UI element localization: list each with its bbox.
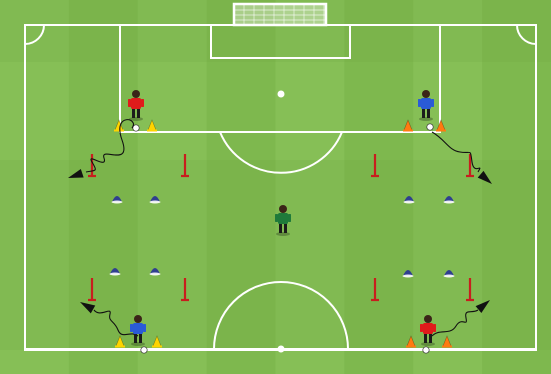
ball [423, 347, 429, 353]
marker-cone-rim [150, 201, 161, 204]
ball [141, 347, 147, 353]
yellow-cone-base [115, 346, 125, 348]
yellow-cone-base [114, 130, 124, 132]
marker-cone-rim [404, 201, 415, 204]
grass-band [0, 160, 551, 255]
orange-cone-base [436, 130, 446, 132]
center-spot [278, 346, 285, 353]
marker-cone-rim [110, 273, 121, 276]
goal [234, 4, 326, 25]
marker-cone-rim [403, 275, 414, 278]
marker-cone-rim [112, 201, 123, 204]
goal-frame [234, 4, 326, 25]
yellow-cone-base [147, 130, 157, 132]
orange-cone-base [406, 346, 416, 348]
ball [427, 124, 433, 130]
grass-band [0, 255, 551, 350]
penalty-spot [278, 91, 285, 98]
marker-cone-rim [444, 275, 455, 278]
marker-cone-rim [444, 201, 455, 204]
orange-cone-base [403, 130, 413, 132]
orange-cone-base [442, 346, 452, 348]
marker-cone-rim [150, 273, 161, 276]
yellow-cone-base [152, 346, 162, 348]
